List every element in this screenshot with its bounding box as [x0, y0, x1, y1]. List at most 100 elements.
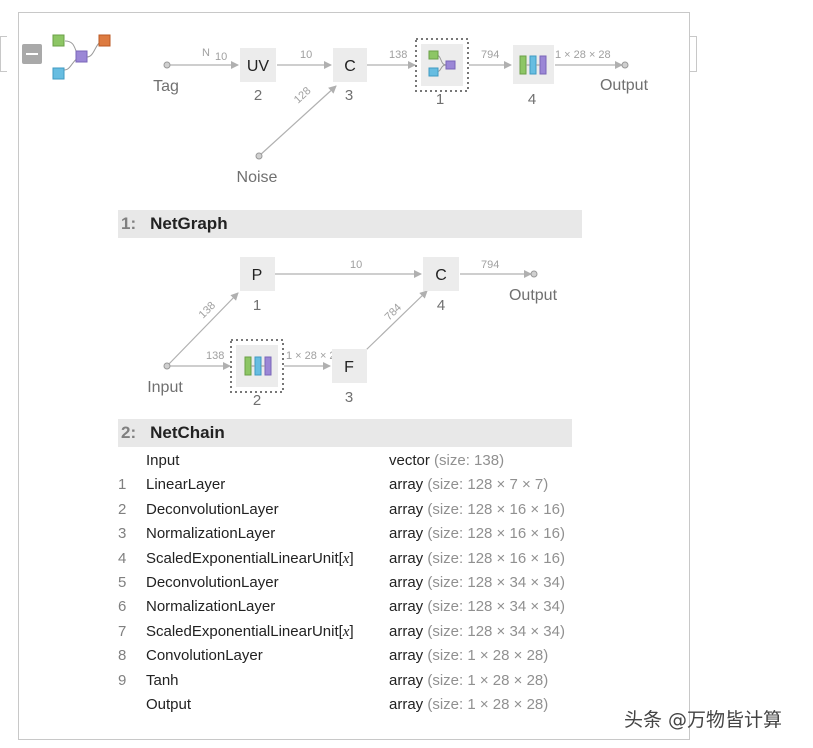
- node-netchain[interactable]: [230, 339, 284, 393]
- edge-label: 784: [383, 302, 404, 323]
- port-tag: Tag: [153, 78, 179, 95]
- bracket-right: [690, 36, 697, 72]
- port-output: Output: [600, 77, 649, 94]
- edge-label: 10: [215, 51, 227, 63]
- table-row: 1 LinearLayer array (size: 128 × 7 × 7): [118, 473, 578, 497]
- svg-text:UV: UV: [247, 58, 270, 75]
- edge-label: 1 × 28 × 28: [286, 350, 342, 362]
- table-row: 6 NormalizationLayer array (size: 128 × 34…: [118, 595, 578, 619]
- row-index: 1: [118, 476, 127, 494]
- node-netgraph[interactable]: [415, 38, 469, 92]
- layer-type: array (size: 128 × 34 × 34): [389, 573, 565, 591]
- bracket-left: [0, 36, 7, 72]
- edge-label: 10: [300, 49, 312, 61]
- layer-size: (size: 1 × 28 × 28): [427, 695, 549, 713]
- watermark-text: 头条 @万物皆计算: [624, 709, 783, 731]
- net-graph-icon: [52, 34, 111, 80]
- node-index: 3: [345, 389, 353, 406]
- node-flatten[interactable]: F: [332, 349, 367, 383]
- layer-name: ScaledExponentialLinearUnit[x]: [146, 622, 354, 640]
- net-graph-sub: Input Output 10 794 138 138 1 × 28 × 28 …: [147, 257, 558, 409]
- layer-name: NormalizationLayer: [146, 525, 276, 543]
- layer-name: NormalizationLayer: [146, 598, 276, 616]
- port-input: Input: [147, 379, 183, 396]
- table-row: 5 DeconvolutionLayer array (size: 128 × 34…: [118, 571, 578, 595]
- layer-name: Tanh: [146, 671, 179, 689]
- net-graph-top: Tag Noise Output N 10 10 128 138 794 1 ×…: [153, 38, 649, 186]
- row-index: 9: [118, 671, 127, 689]
- edge-label: 138: [197, 300, 218, 321]
- edge-label: 1 × 28 × 28: [555, 49, 611, 61]
- layer-size: (size: 128 × 16 × 16): [427, 525, 565, 543]
- edge-label: 138: [389, 49, 407, 61]
- layer-type: array (size: 128 × 7 × 7): [389, 476, 549, 494]
- layer-type: array (size: 128 × 34 × 34): [389, 622, 565, 640]
- layer-size: (size: 1 × 28 × 28): [427, 671, 549, 689]
- table-row: 4 ScaledExponentialLinearUnit[x] array (si…: [118, 547, 578, 571]
- layer-type: array (size: 128 × 16 × 16): [389, 500, 565, 518]
- edge-label: 794: [481, 259, 499, 271]
- section-title: NetGraph: [150, 214, 228, 233]
- node-index: 2: [254, 87, 262, 104]
- edge-label: 10: [350, 259, 362, 271]
- node-catenate[interactable]: C: [423, 257, 459, 291]
- row-index: 7: [118, 622, 127, 640]
- layer-type: array (size: 1 × 28 × 28): [389, 647, 549, 665]
- edge-label: 794: [481, 49, 499, 61]
- layer-name: ScaledExponentialLinearUnit[x]: [146, 549, 354, 567]
- node-index: 4: [437, 297, 445, 314]
- section-number: 2:: [121, 423, 137, 442]
- edge-label: 138: [206, 350, 224, 362]
- layer-type: array (size: 128 × 16 × 16): [389, 549, 565, 567]
- table-row: Input vector (size: 138): [118, 449, 578, 473]
- layer-type: vector (size: 138): [389, 452, 505, 469]
- row-index: 4: [118, 549, 127, 567]
- layer-size: (size: 128 × 16 × 16): [427, 500, 565, 518]
- layer-type: array (size: 128 × 34 × 34): [389, 598, 565, 616]
- section-title: NetChain: [150, 423, 225, 442]
- section-number: 1:: [121, 214, 137, 233]
- layer-name: LinearLayer: [146, 476, 226, 494]
- node-index: 4: [528, 91, 536, 108]
- node-index: 2: [253, 392, 261, 409]
- port-output: Output: [509, 287, 558, 304]
- layer-size: (size: 128 × 16 × 16): [427, 549, 565, 567]
- table-row: 7 ScaledExponentialLinearUnit[x] array (si…: [118, 620, 578, 644]
- svg-text:F: F: [344, 359, 354, 376]
- svg-text:P: P: [252, 267, 263, 284]
- svg-text:C: C: [435, 267, 447, 284]
- layer-table: Input vector (size: 138) 1 LinearLayer array…: [118, 449, 578, 717]
- layer-name: Input: [146, 452, 180, 469]
- node-netchain[interactable]: [513, 45, 554, 84]
- row-index: 3: [118, 525, 127, 543]
- node-catenate[interactable]: C: [333, 48, 367, 82]
- row-index: 6: [118, 598, 127, 616]
- layer-size: (size: 1 × 28 × 28): [427, 647, 549, 665]
- layer-size: (size: 128 × 34 × 34): [427, 622, 565, 640]
- node-uv[interactable]: UV: [240, 48, 276, 82]
- table-row: 9 Tanh array (size: 1 × 28 × 28): [118, 669, 578, 693]
- node-index: 1: [253, 297, 261, 314]
- layer-type: array (size: 1 × 28 × 28): [389, 695, 549, 713]
- edge-label: 128: [292, 85, 314, 106]
- section-header-netgraph: 1: NetGraph: [118, 210, 582, 238]
- layer-name: Output: [146, 695, 192, 713]
- layer-size: (size: 128 × 34 × 34): [427, 573, 565, 591]
- layer-name: DeconvolutionLayer: [146, 573, 279, 591]
- layer-size: (size: 128 × 34 × 34): [427, 598, 565, 616]
- section-header-netchain: 2: NetChain: [118, 419, 572, 447]
- node-p[interactable]: P: [240, 257, 275, 291]
- port-noise: Noise: [237, 169, 278, 186]
- layer-size: (size: 128 × 7 × 7): [427, 476, 549, 494]
- layer-type: array (size: 1 × 28 × 28): [389, 671, 549, 689]
- node-index: 1: [436, 91, 444, 108]
- layer-size: (size: 138): [434, 452, 505, 469]
- row-index: 5: [118, 573, 127, 591]
- svg-text:C: C: [344, 58, 356, 75]
- row-index: 2: [118, 500, 127, 518]
- tag-n-glyph: N: [202, 47, 210, 59]
- collapse-button[interactable]: [22, 44, 42, 64]
- row-index: 8: [118, 647, 127, 665]
